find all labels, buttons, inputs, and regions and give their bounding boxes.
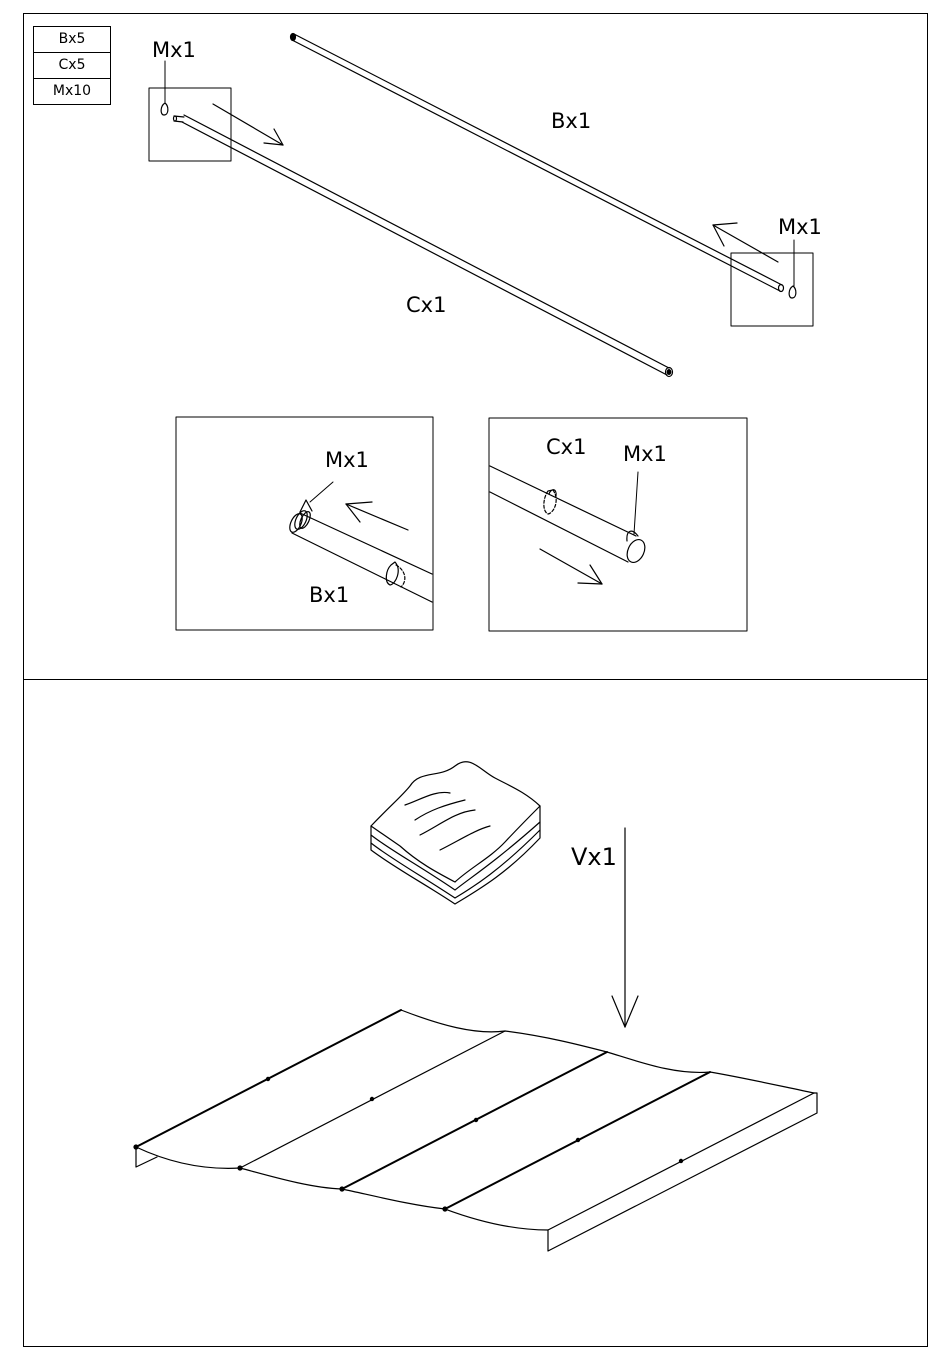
label-m-right: Mx1: [778, 217, 822, 238]
pole-b: [291, 34, 784, 292]
ring-m-icon: [789, 286, 796, 298]
arrow-insert-c: [213, 104, 283, 145]
detail-c-label-c: Cx1: [546, 437, 586, 458]
detail-box-c: [489, 418, 747, 631]
label-m-left: Mx1: [152, 40, 196, 61]
detail-b-label-b: Bx1: [309, 585, 349, 606]
label-canopy-v: Vx1: [571, 845, 617, 869]
arrow-detail-c: [540, 549, 602, 584]
label-pole-b: Bx1: [551, 111, 591, 132]
callout-box-right: [731, 253, 813, 326]
label-pole-c: Cx1: [406, 295, 446, 316]
detail-c-label-m: Mx1: [623, 444, 667, 465]
detail-pole-c: [490, 466, 648, 565]
pole-c: [174, 115, 673, 377]
ring-m-icon: [161, 103, 168, 115]
canopy-frame: [134, 1010, 817, 1251]
callout-box-left: [149, 88, 231, 161]
detail-b-label-m: Mx1: [325, 450, 369, 471]
folded-canopy-icon: [371, 762, 540, 904]
arrow-insert-b: [713, 223, 778, 262]
arrow-detail-b: [346, 502, 408, 530]
